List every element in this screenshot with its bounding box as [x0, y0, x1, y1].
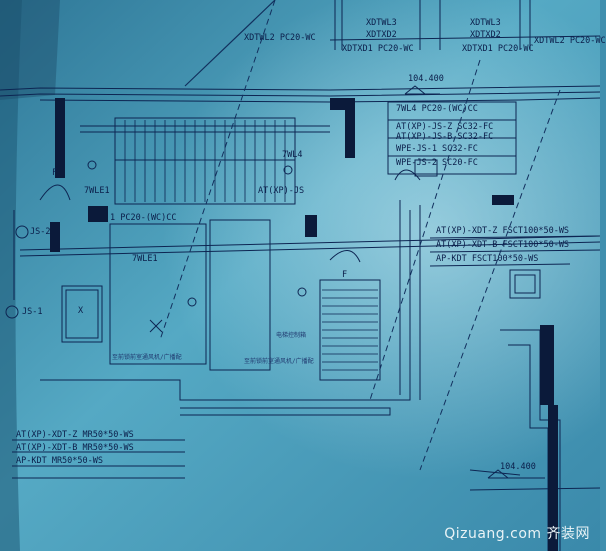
label-top-mid-2: XDTXD2 — [366, 30, 397, 40]
label-top-right-3: XDTXD1 PC20-WC — [462, 44, 534, 54]
mr-row-3: AP-KDT MR50*50-WS — [16, 456, 103, 466]
label-top-right-1: XDTWL3 — [470, 18, 501, 28]
spec-row-3: AT(XP)-JS-B SC32-FC — [396, 132, 494, 142]
spec-row-2: AT(XP)-JS-Z SC32-FC — [396, 122, 494, 132]
dashed-diagonals — [159, 0, 561, 471]
watermark: Qizuang.com 齐装网 — [444, 526, 590, 542]
mr-row-1: AT(XP)-XDT-Z MR50*50-WS — [16, 430, 134, 440]
label-pc20-cc: 1 PC20-(WC)CC — [110, 213, 177, 223]
label-f-mark-1: F — [342, 270, 348, 280]
label-js2: JS-2 — [30, 227, 51, 237]
label-top-mid-3: XDTXD1 PC20-WC — [342, 44, 414, 54]
fsct-row-3: AP-KDT FSCT100*50-WS — [436, 254, 539, 264]
spec-row-4: WPE-JS-1 SC32-FC — [396, 144, 478, 154]
label-f-mark-2: F — [52, 168, 58, 178]
fsct-row-1: AT(XP)-XDT-Z FSCT100*50-WS — [436, 226, 570, 236]
label-7wle1-mid: 7WLE1 — [132, 254, 158, 264]
page-curl-shadow — [0, 0, 22, 551]
label-top-left: XDTWL2 PC20-WC — [244, 33, 316, 43]
mr-row-2: AT(XP)-XDT-B MR50*50-WS — [16, 443, 134, 453]
label-x-mark: X — [78, 306, 84, 316]
label-7wle1-top: 7WLE1 — [84, 186, 110, 196]
label-top-far-right: XDTWL2 PC20-WC — [534, 36, 606, 46]
label-top-right-2: XDTXD2 — [470, 30, 501, 40]
room-label-1: 至前锁前室通风机/广播配 — [112, 354, 182, 361]
label-at-js: AT(XP)-JS — [258, 186, 305, 196]
label-top-mid-1: XDTWL3 — [366, 18, 397, 28]
spec-row-5: WPE-JS-2 SC20-FC — [396, 158, 478, 168]
page-top-shadow — [0, 0, 60, 100]
elevation-top: 104.400 — [408, 74, 444, 84]
spec-row-1: 7WL4 PC20-(WC)CC — [396, 104, 478, 114]
label-7wl4: 7WL4 — [282, 150, 303, 160]
fsct-row-2: AT(XP)-XDT-B FSCT100*50-WS — [436, 240, 570, 250]
label-js1: JS-1 — [22, 307, 43, 317]
room-label-2: 至前锁前室通风机/广播配 — [244, 358, 314, 365]
elevation-bottom: 104.400 — [500, 462, 536, 472]
solid-diagonal — [184, 0, 276, 87]
tiny-label: 电梯控制箱 — [276, 332, 307, 339]
wall-fills — [50, 98, 558, 551]
